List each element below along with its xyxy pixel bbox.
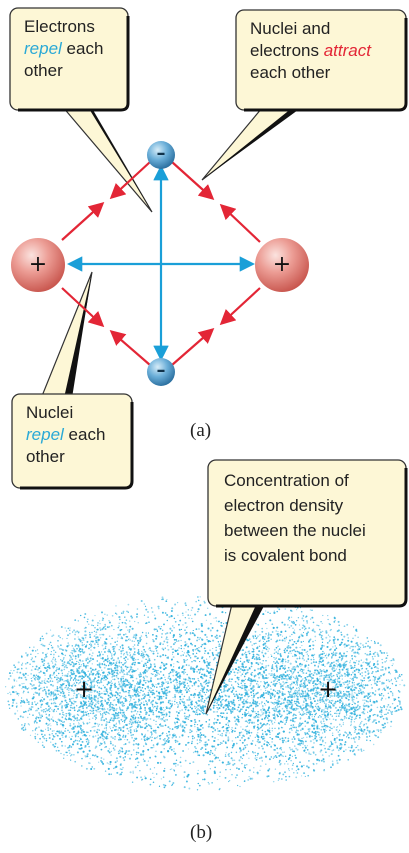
callout-nuclei-electrons-tail-shadow — [202, 108, 298, 180]
electron-top-charge: – — [146, 145, 176, 163]
callout-nuclei-text: Nuclei repel each other — [26, 402, 105, 468]
callout-nuclei-electrons-line1: Nuclei and — [250, 19, 330, 38]
bond-nucleus-right-charge: + — [308, 678, 348, 700]
callout-nuclei-line1: Nuclei — [26, 403, 73, 422]
callout-electrons-tail — [62, 106, 152, 212]
callout-electrons-text: Electrons repel each other — [24, 16, 103, 82]
attraction-arrow — [222, 206, 260, 242]
callout-nuclei-line3: other — [26, 447, 65, 466]
callout-nuclei-electrons-line3: each other — [250, 63, 330, 82]
attraction-arrow — [62, 204, 102, 240]
callout-bond-text: Concentration of electron density betwee… — [224, 468, 366, 568]
callout-nuclei-tail — [42, 272, 92, 396]
repel-keyword: repel — [26, 425, 64, 444]
nucleus-right-charge: + — [262, 254, 302, 276]
attraction-arrow — [172, 330, 212, 365]
callout-bond-line3: between the nuclei — [224, 521, 366, 540]
callout-electrons-line1: Electrons — [24, 17, 95, 36]
part-b-label: (b) — [190, 822, 212, 844]
attract-keyword: attract — [324, 41, 371, 60]
attraction-arrow — [112, 332, 150, 365]
part-a-label: (a) — [190, 420, 211, 442]
bond-nucleus-left-charge: + — [64, 678, 104, 700]
electron-bottom-charge: – — [146, 362, 176, 380]
callout-electrons-line2-rest: each — [62, 39, 104, 58]
attraction-arrow — [172, 162, 212, 198]
nucleus-left-charge: + — [18, 254, 58, 276]
repel-keyword: repel — [24, 39, 62, 58]
callout-bond-line1: Concentration of — [224, 471, 349, 490]
callout-nuclei-electrons-text: Nuclei and electrons attract each other — [250, 18, 371, 84]
callout-nuclei-electrons-line2-start: electrons — [250, 41, 324, 60]
attraction-arrow — [222, 288, 260, 323]
callout-nuclei-line2-rest: each — [64, 425, 106, 444]
callout-electrons-line3: other — [24, 61, 63, 80]
callout-bond-line4: is covalent bond — [224, 546, 347, 565]
callout-bond-line2: electron density — [224, 496, 343, 515]
